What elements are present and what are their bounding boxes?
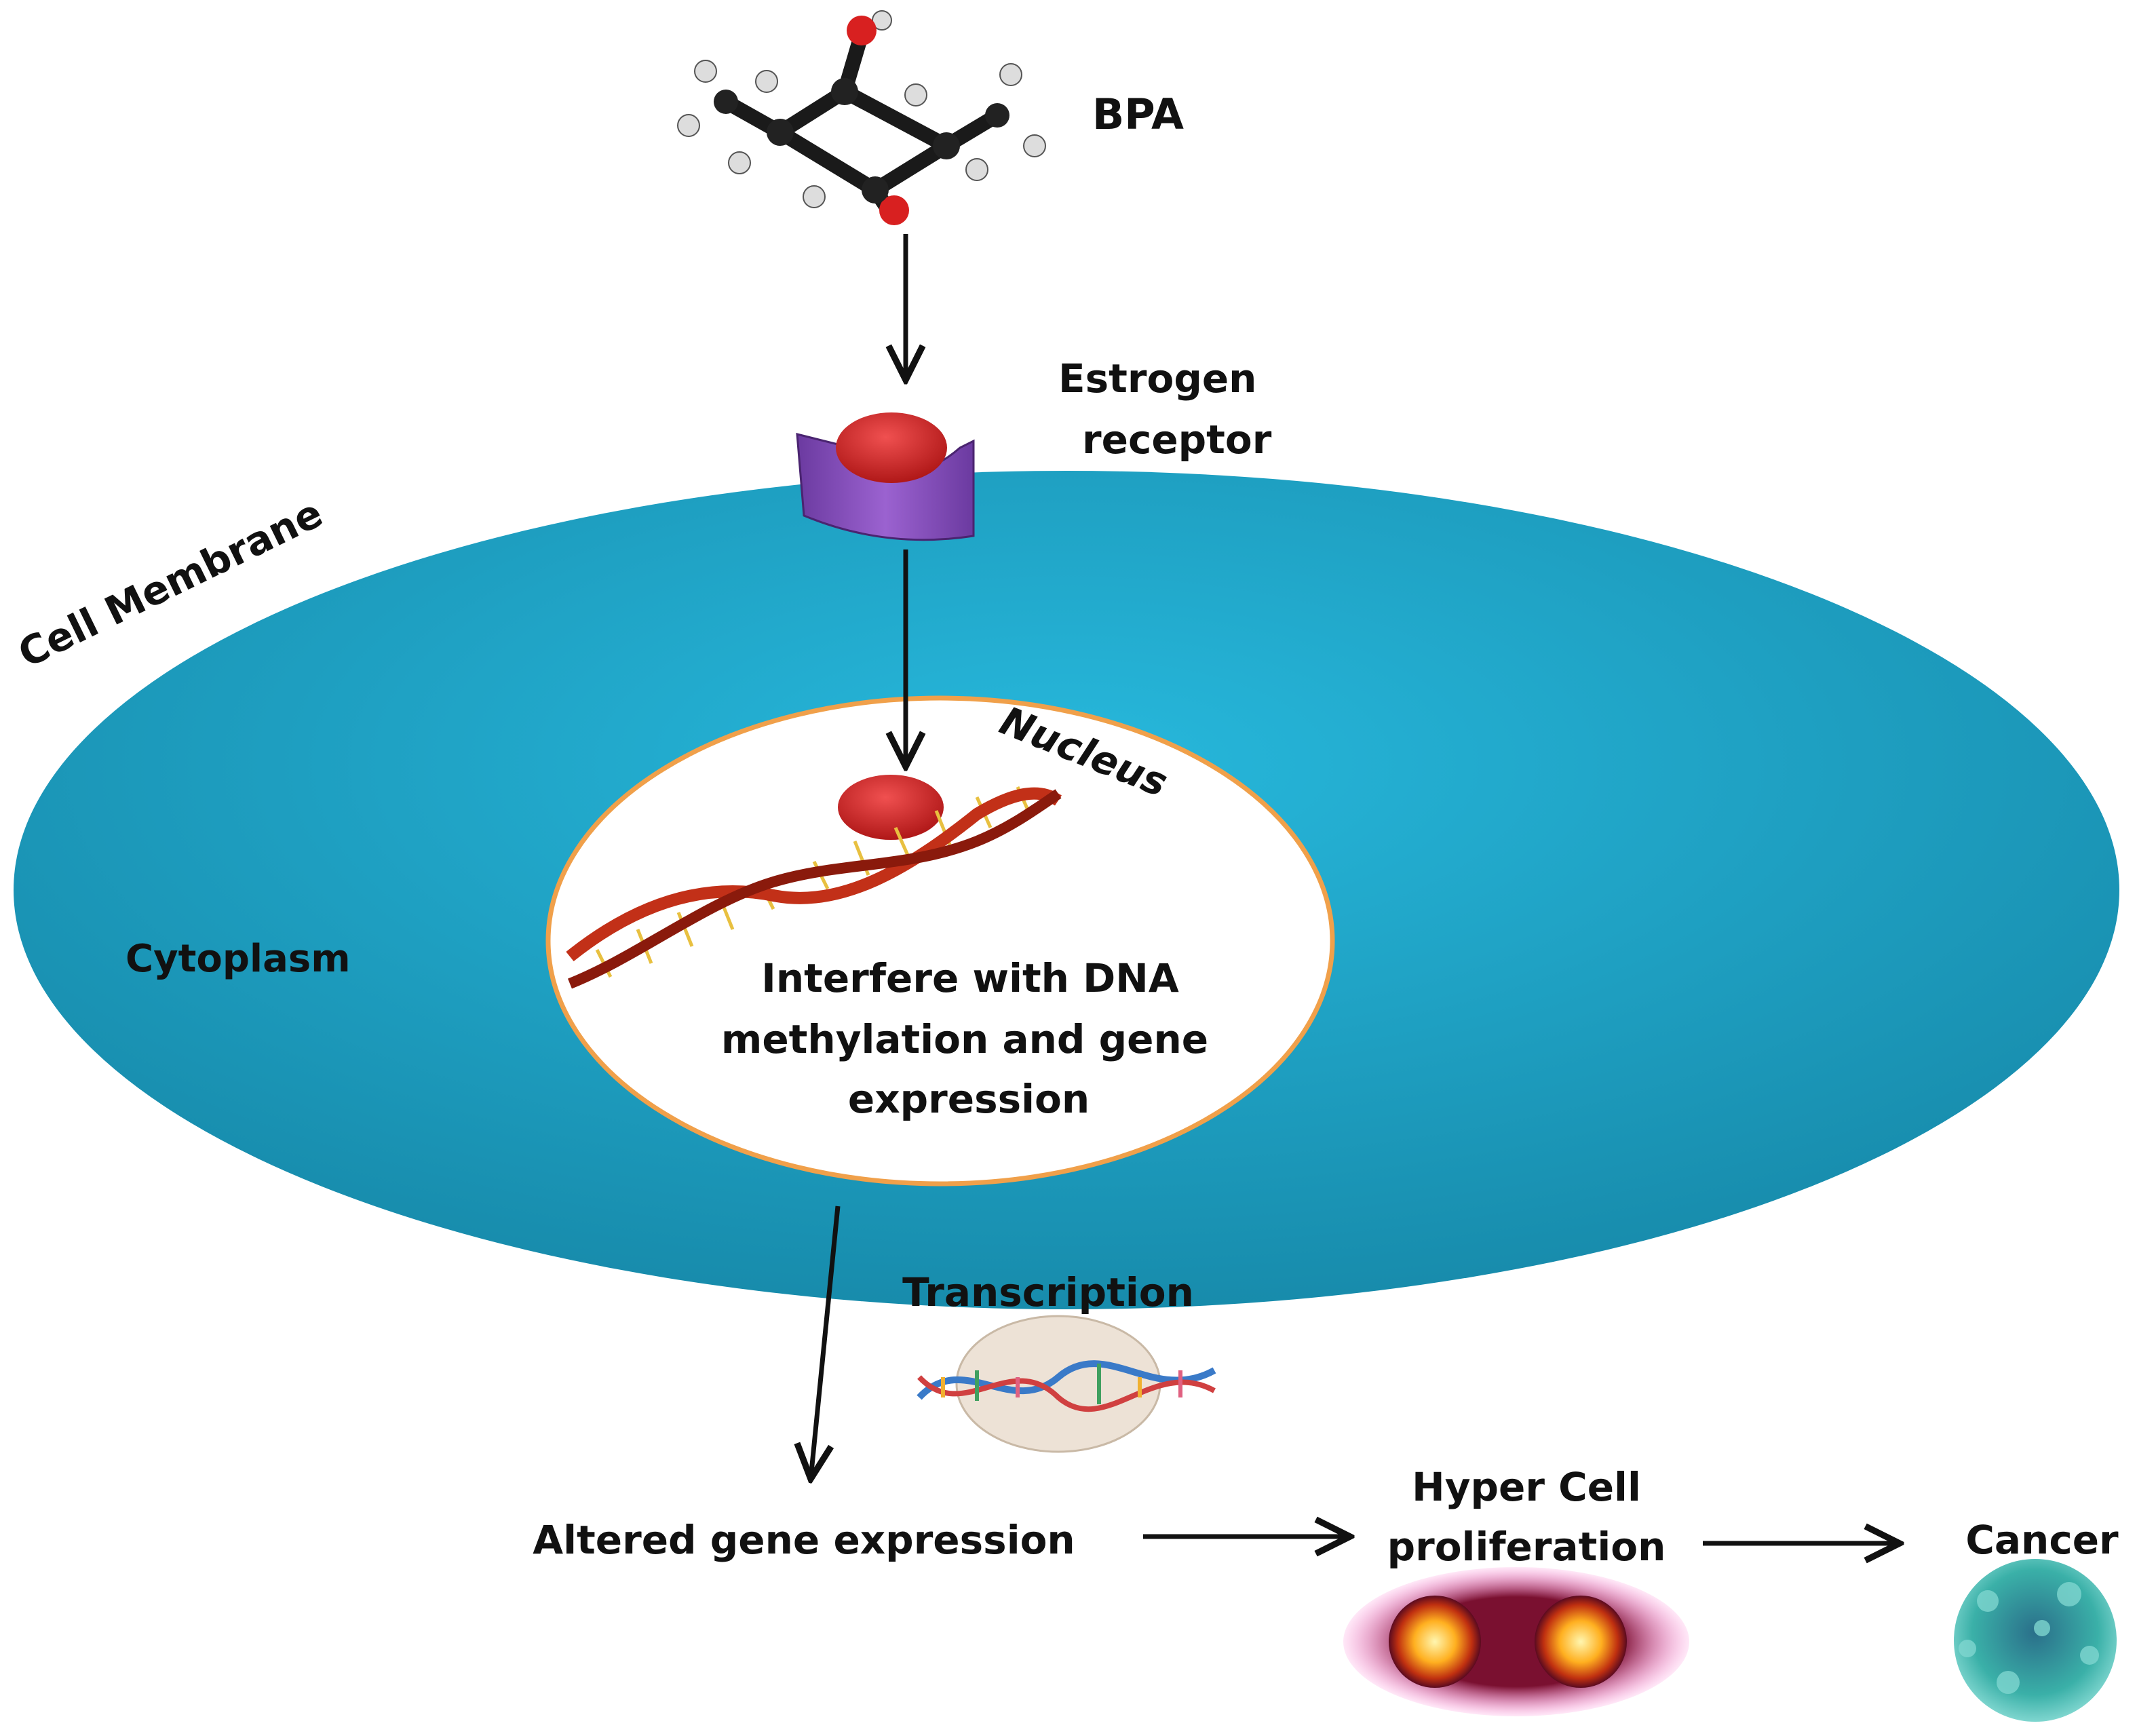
molecule-icon [677, 10, 1046, 225]
estrogen-receptor-label-line1: Estrogen [1058, 355, 1256, 402]
dna-effect-label-line1: Interfere with DNA [761, 955, 1179, 1001]
cytoplasm-label: Cytoplasm [126, 937, 351, 981]
dna-helix-icon [566, 775, 1062, 989]
transcription-label: Transcription [902, 1269, 1194, 1315]
altered-gene-expression-label: Altered gene expression [533, 1517, 1075, 1563]
cancer-cell-icon [1954, 1559, 2117, 1722]
cancer-label: Cancer [1965, 1517, 2119, 1563]
dna-effect-label-line3: expression [848, 1076, 1090, 1122]
arrow-nucleus-to-altered-expression [811, 1205, 841, 1479]
estrogen-receptor-label-line2: receptor [1082, 417, 1272, 463]
dividing-cell-icon [1343, 1567, 1689, 1716]
hyper-cell-label-line1: Hyper Cell [1412, 1464, 1641, 1510]
bpa-label: BPA [1092, 90, 1184, 139]
transcription-icon [917, 1315, 1216, 1453]
nucleus [545, 695, 1335, 1187]
ligand-on-dna [838, 775, 944, 840]
hyper-cell-label-line2: proliferation [1387, 1524, 1666, 1570]
dna-effect-label-line2: methylation and gene [721, 1016, 1208, 1062]
receptor-icon [796, 412, 975, 541]
